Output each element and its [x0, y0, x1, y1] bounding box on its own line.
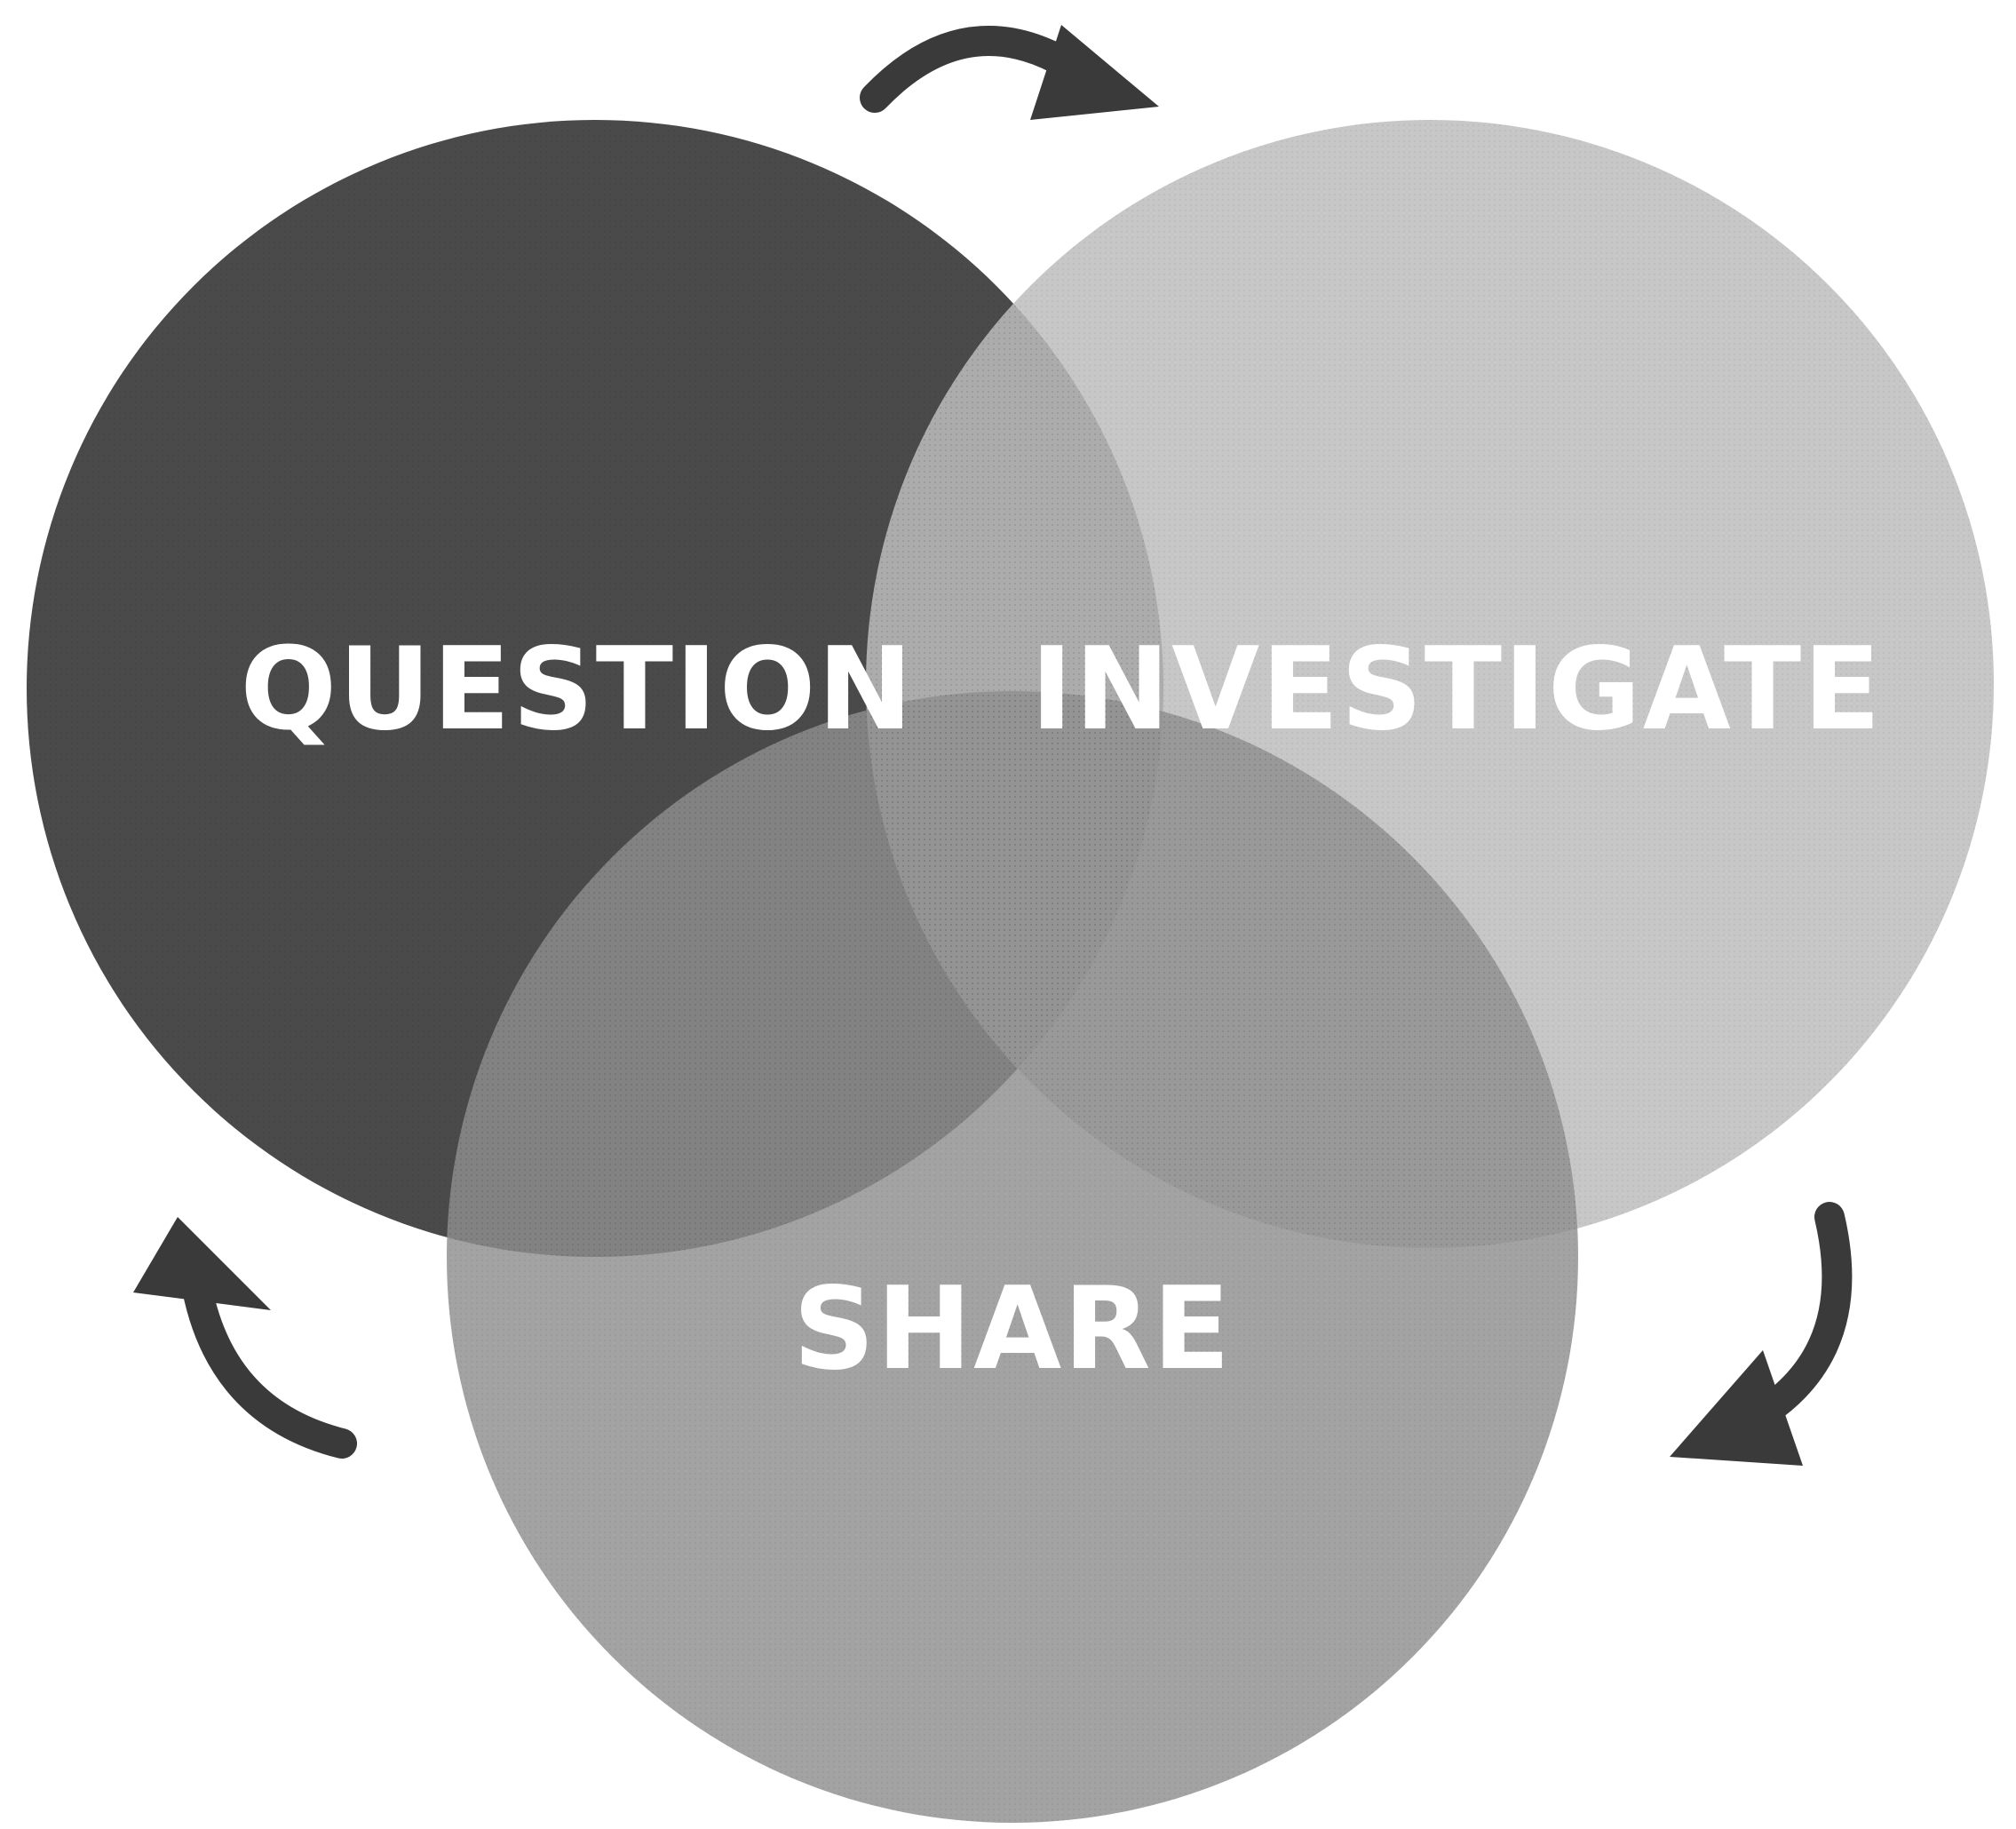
curved-arrow-icon [133, 1217, 357, 1459]
label-share: SHARE [793, 1263, 1232, 1396]
label-question: QUESTION [240, 624, 914, 756]
curved-arrow-icon [1670, 1202, 1853, 1466]
curved-arrow-icon [860, 25, 1159, 120]
texture-share [447, 691, 1578, 1823]
label-investigate: INVESTIGATE [1030, 624, 1882, 756]
